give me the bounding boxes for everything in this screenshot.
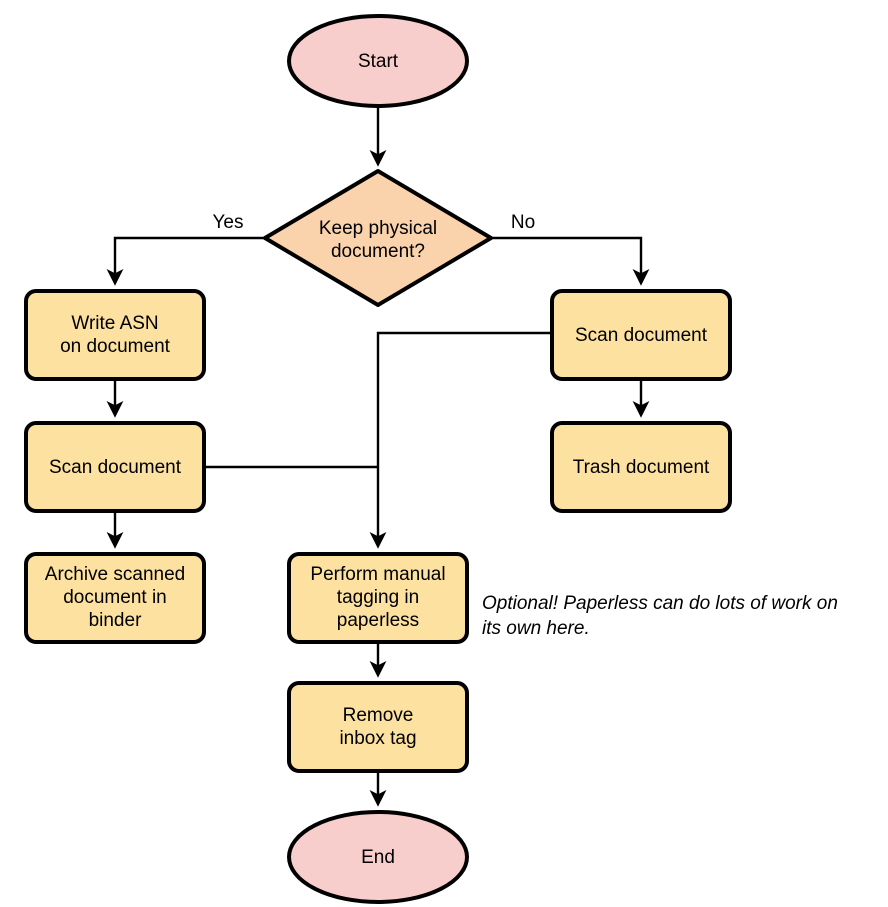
decision-diamond-shape	[263, 169, 493, 307]
node-archive-scanned-document[interactable]: Archive scanned document in binder	[24, 552, 206, 644]
node-decision-keep-physical-document[interactable]: Keep physical document?	[263, 169, 493, 307]
scan-right-box-shape	[550, 289, 732, 381]
node-trash-document[interactable]: Trash document	[550, 421, 732, 513]
archive-label-line2: document in	[63, 587, 167, 608]
edge-label-no: No	[511, 212, 535, 233]
node-end[interactable]: End	[287, 810, 469, 904]
scan-left-label: Scan document	[49, 457, 182, 478]
remove-tag-box-shape	[287, 681, 469, 773]
node-start[interactable]: Start	[287, 14, 469, 108]
trash-box-shape	[550, 421, 732, 513]
tagging-label-line2: tagging in	[337, 587, 419, 608]
decision-label-line1: Keep physical	[319, 218, 437, 239]
archive-label-line1: Archive scanned	[45, 564, 185, 585]
node-scan-document-left[interactable]: Scan document	[24, 421, 206, 513]
tagging-label-line1: Perform manual	[310, 564, 445, 585]
start-ellipse-shape	[287, 14, 469, 108]
scan-right-label: Scan document	[575, 325, 708, 346]
end-label: End	[361, 847, 395, 868]
archive-label-line3: binder	[89, 610, 142, 631]
edge-decision-no-to-scan-right	[491, 236, 650, 286]
node-perform-manual-tagging[interactable]: Perform manual tagging in paperless	[287, 552, 469, 644]
decision-label-line2: document?	[331, 241, 425, 262]
node-scan-document-right[interactable]: Scan document	[550, 289, 732, 381]
node-remove-inbox-tag[interactable]: Remove inbox tag	[287, 681, 469, 773]
end-ellipse-shape	[287, 810, 469, 904]
node-write-asn-on-document[interactable]: Write ASN on document	[24, 289, 206, 381]
edge-decision-yes-to-write-asn	[106, 236, 265, 286]
write-asn-label-line1: Write ASN	[71, 313, 158, 334]
tagging-box-shape	[287, 552, 469, 644]
trash-label: Trash document	[573, 457, 710, 478]
archive-box-shape	[24, 552, 206, 644]
note-line1: Optional! Paperless can do lots of work …	[482, 593, 838, 614]
write-asn-box-shape	[24, 289, 206, 381]
write-asn-label-line2: on document	[60, 336, 171, 357]
note-line2: its own here.	[482, 618, 590, 639]
start-label: Start	[358, 51, 399, 72]
scan-left-box-shape	[24, 421, 206, 513]
edge-scan-right-to-tagging	[369, 331, 552, 549]
annotation-note: Optional! Paperless can do lots of work …	[482, 593, 838, 639]
edge-label-yes: Yes	[213, 212, 244, 233]
remove-tag-label-line1: Remove	[343, 705, 414, 726]
tagging-label-line3: paperless	[337, 610, 419, 631]
remove-tag-label-line2: inbox tag	[339, 728, 416, 749]
